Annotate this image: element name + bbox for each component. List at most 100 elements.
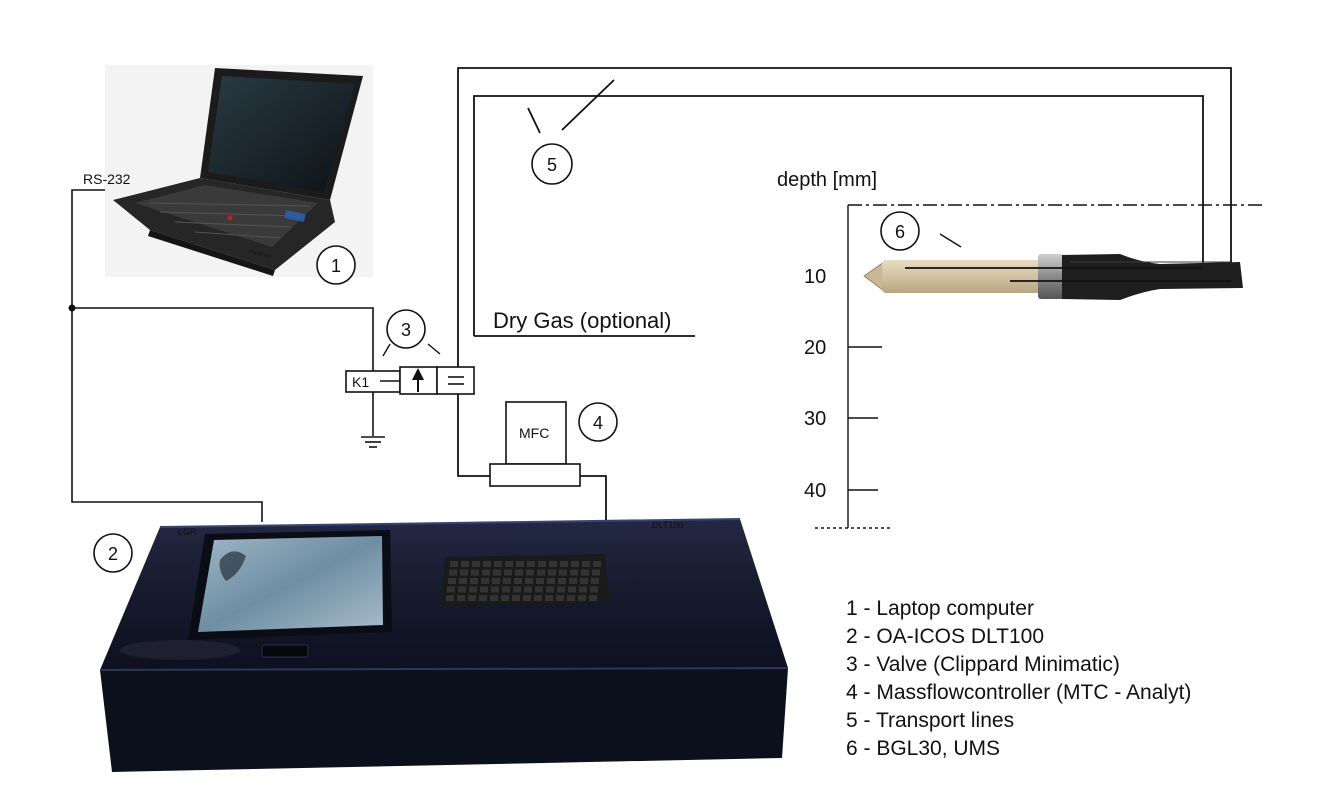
tablet-screen [198, 536, 383, 632]
analyzer-keyboard [440, 554, 610, 606]
keyboard-key [559, 569, 567, 576]
soil-gas-probe [863, 254, 1243, 300]
valve-arrow [412, 368, 424, 380]
tablet-reflection [219, 551, 246, 581]
keyboard-key [479, 595, 487, 601]
laptop-brand: ThinkPad [248, 249, 270, 259]
keyboard-key [523, 595, 531, 601]
keyboard-key [513, 586, 521, 593]
keyboard-key [494, 561, 502, 567]
keyboard-key [571, 561, 579, 567]
probe-sleeve [1062, 254, 1243, 300]
analyzer-brand: LGR [178, 527, 197, 537]
oa-icos-analyzer: LGR DLT100 [99, 518, 789, 772]
keyboard-key [460, 569, 468, 576]
callout-6: 6 [880, 211, 920, 251]
keyboard-key [579, 586, 587, 593]
keyboard-key [569, 578, 577, 584]
mfc-to-analyzer-line [580, 475, 607, 520]
keyboard-key [546, 586, 554, 593]
svg-text:2: 2 [108, 544, 118, 564]
keyboard-key [482, 569, 490, 576]
keyboard-key [458, 586, 466, 593]
keyboard-key [461, 561, 469, 567]
keyboard-key [448, 578, 456, 584]
keyboard-key [582, 561, 590, 567]
analyzer-keyboard-keys [446, 561, 601, 601]
keyboard-key [446, 595, 454, 601]
mass-flow-controller: MFC [489, 401, 581, 487]
trackpoint [227, 215, 233, 221]
keyboard-key [503, 578, 511, 584]
legend-item-4: 4 - Massflowcontroller (MTC - Analyt) [846, 681, 1191, 704]
keyboard-key [592, 569, 600, 576]
keyboard-key [491, 586, 499, 593]
keyboard-key [505, 561, 513, 567]
keyboard-key [570, 569, 578, 576]
rs232-label: RS-232 [83, 171, 131, 187]
probe-tip [863, 261, 885, 292]
depth-tick-10: 10 [804, 266, 826, 288]
relay-k1-label: K1 [352, 374, 369, 390]
callout-1: 1 [316, 245, 356, 285]
keyboard-key [512, 595, 520, 601]
laptop-key-rows [149, 202, 311, 239]
keyboard-key [449, 569, 457, 576]
keyboard-key [526, 569, 534, 576]
keyboard-key [493, 569, 501, 576]
keyboard-key [504, 569, 512, 576]
mfc-label: MFC [519, 425, 549, 441]
depth-tick-20: 20 [804, 337, 826, 359]
valve-symbol [380, 343, 475, 395]
keyboard-key [591, 578, 599, 584]
valve-to-mfc-line [457, 394, 490, 477]
svg-text:1: 1 [331, 256, 341, 276]
probe-metal-ring [1038, 254, 1064, 299]
keyboard-key [527, 561, 535, 567]
callout-2: 2 [93, 533, 133, 573]
keyboard-key [560, 561, 568, 567]
laptop-computer: ThinkPad [105, 65, 373, 277]
keyboard-key [558, 578, 566, 584]
keyboard-key [589, 595, 597, 601]
legend: 1 - Laptop computer 2 - OA-ICOS DLT100 3… [846, 597, 1191, 760]
analyzer-front [100, 668, 788, 772]
keyboard-key [490, 595, 498, 601]
keyboard-key [580, 578, 588, 584]
keyboard-key [536, 578, 544, 584]
analyzer-highlight [120, 640, 240, 660]
analyzer-switch [261, 644, 309, 658]
analyzer-edge [99, 667, 789, 671]
keyboard-key [549, 561, 557, 567]
keyboard-key [534, 595, 542, 601]
keyboard-key [581, 569, 589, 576]
legend-item-6: 6 - BGL30, UMS [846, 737, 1000, 760]
keyboard-key [535, 586, 543, 593]
svg-text:4: 4 [593, 413, 603, 433]
keyboard-key [557, 586, 565, 593]
rs232-wiring [71, 189, 374, 522]
laptop-front-edge [148, 230, 275, 276]
keyboard-key [556, 595, 564, 601]
keyboard-key [501, 595, 509, 601]
legend-item-2: 2 - OA-ICOS DLT100 [846, 625, 1044, 648]
keyboard-key [481, 578, 489, 584]
legend-item-3: 3 - Valve (Clippard Minimatic) [846, 653, 1120, 676]
svg-text:3: 3 [401, 320, 411, 340]
keyboard-key [447, 586, 455, 593]
keyboard-key [537, 569, 545, 576]
keyboard-key [471, 569, 479, 576]
legend-item-1: 1 - Laptop computer [846, 597, 1034, 620]
mfc-base [489, 463, 581, 487]
keyboard-key [492, 578, 500, 584]
keyboard-key [524, 586, 532, 593]
keyboard-key [578, 595, 586, 601]
keyboard-key [545, 595, 553, 601]
callout-4: 4 [578, 402, 618, 442]
keyboard-key [590, 586, 598, 593]
keyboard-key [593, 561, 601, 567]
depth-tick-30: 30 [804, 408, 826, 430]
probe-ceramic-body [882, 260, 1042, 293]
